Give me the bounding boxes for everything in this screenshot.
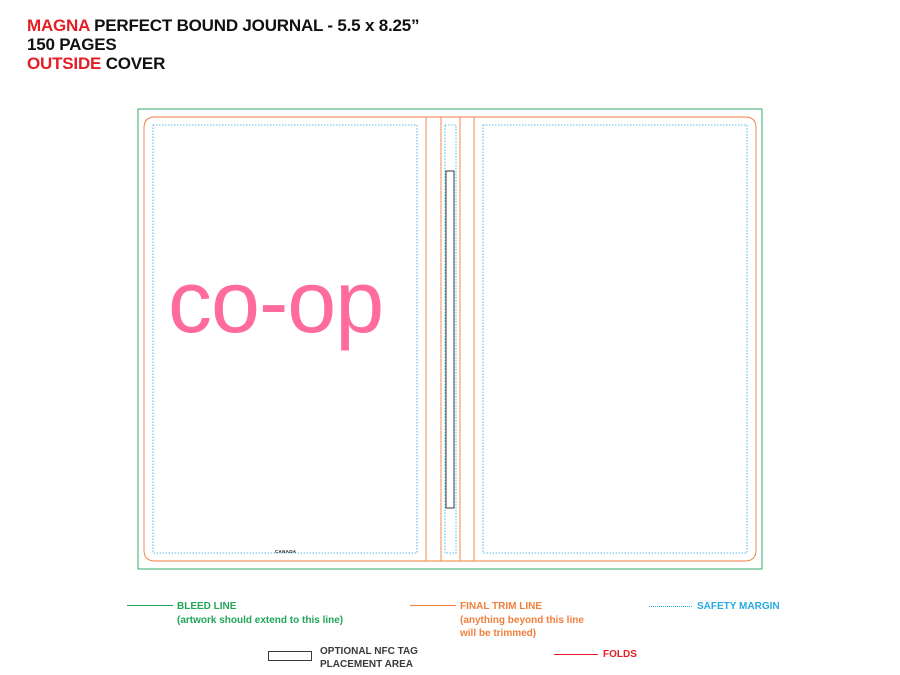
- nfc-legend-title-2: PLACEMENT AREA: [320, 659, 413, 670]
- coop-logo: co-op: [168, 252, 384, 351]
- nfc-tag-area: [445, 170, 455, 509]
- folds-legend-title: FOLDS: [603, 649, 637, 660]
- title-product: PERFECT BOUND JOURNAL - 5.5 x 8.25”: [89, 16, 420, 35]
- title-brand: MAGNA: [27, 16, 90, 35]
- safety-legend-swatch: [649, 606, 692, 607]
- cover-side-line: OUTSIDE COVER: [27, 54, 419, 73]
- title-line: MAGNA PERFECT BOUND JOURNAL - 5.5 x 8.25…: [27, 16, 420, 35]
- safety-legend-title: SAFETY MARGIN: [697, 601, 780, 612]
- bleed-legend-title: BLEED LINE: [177, 601, 237, 612]
- trim-legend-title: FINAL TRIM LINE: [460, 601, 543, 612]
- safety-margin-back-cover: [152, 124, 418, 554]
- page-count-line: 150 PAGES: [27, 35, 117, 54]
- safety-margin-spine: [444, 124, 457, 554]
- header: MAGNA PERFECT BOUND JOURNAL - 5.5 x 8.25…: [27, 16, 420, 73]
- bleed-line: [137, 108, 763, 570]
- folds-legend-swatch: [554, 654, 598, 655]
- cover-side-accent: OUTSIDE: [27, 54, 102, 73]
- trim-legend-note-2: will be trimmed): [460, 628, 537, 639]
- trim-legend-swatch: [410, 605, 456, 606]
- canada-imprint: CANADA: [275, 549, 297, 554]
- trim-legend-note-1: (anything beyond this line: [460, 615, 584, 626]
- bleed-legend-swatch: [127, 605, 173, 606]
- trim-line: [143, 116, 757, 562]
- bleed-legend-note: (artwork should extend to this line): [177, 615, 344, 626]
- nfc-legend-swatch: [268, 651, 312, 661]
- nfc-legend-title-1: OPTIONAL NFC TAG: [320, 646, 418, 657]
- cover-side-rest: COVER: [101, 54, 166, 73]
- safety-margin-front-cover: [482, 124, 748, 554]
